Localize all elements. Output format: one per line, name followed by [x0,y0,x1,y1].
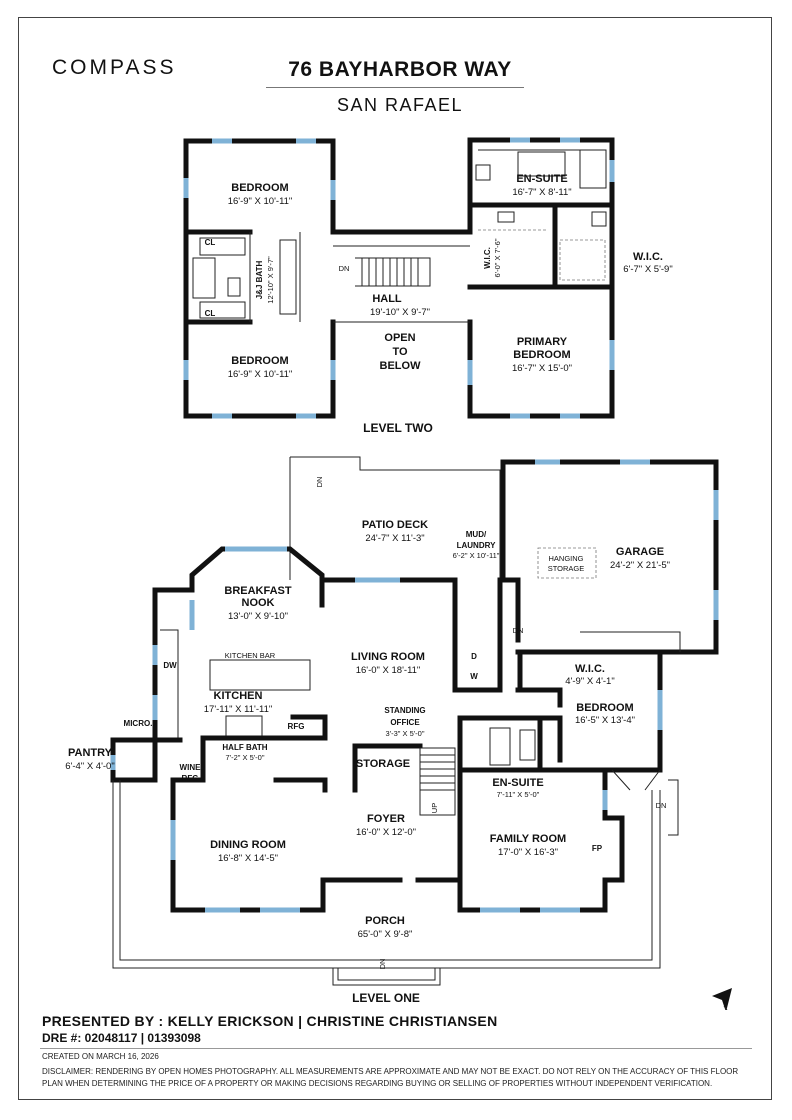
property-address: 76 BAYHARBOR WAY [288,58,512,81]
svg-text:W.I.C.: W.I.C. [483,247,492,269]
svg-text:3'-3" X 5'-0": 3'-3" X 5'-0" [385,729,424,738]
svg-text:BEDROOM: BEDROOM [513,349,570,361]
disclaimer: DISCLAIMER: RENDERING BY OPEN HOMES PHOT… [42,1067,739,1088]
svg-text:13'-0" X 9'-10": 13'-0" X 9'-10" [228,611,288,622]
svg-text:PORCH: PORCH [365,915,405,927]
svg-text:12'-10" X 9'-7": 12'-10" X 9'-7" [266,256,275,304]
svg-text:HALF BATH: HALF BATH [222,743,267,752]
svg-text:PANTRY: PANTRY [68,747,113,759]
floor-plan: BEDROOM 16'-9" X 10'-11" BEDROOM 16'-9" … [65,137,732,1010]
svg-text:STORAGE: STORAGE [356,758,410,770]
svg-text:7'-11" X 5'-0": 7'-11" X 5'-0" [497,790,540,799]
svg-text:LAUNDRY: LAUNDRY [457,541,496,550]
svg-text:HANGING: HANGING [548,554,583,563]
svg-text:NOOK: NOOK [242,597,275,609]
svg-text:EN-SUITE: EN-SUITE [516,173,567,185]
svg-text:19'-10" X 9'-7": 19'-10" X 9'-7" [370,307,430,318]
compass-logo: COMPASS [52,56,177,79]
svg-text:17'-11" X 11'-11": 17'-11" X 11'-11" [204,704,272,715]
svg-text:DN: DN [339,264,350,273]
svg-text:KITCHEN BAR: KITCHEN BAR [225,651,276,660]
svg-text:16'-7" X 8'-11": 16'-7" X 8'-11" [512,187,571,198]
title-divider [266,87,524,88]
svg-text:DN: DN [513,626,524,635]
svg-text:J&J BATH: J&J BATH [255,261,264,300]
svg-text:OPEN: OPEN [384,332,415,344]
svg-text:W.I.C.: W.I.C. [633,251,663,263]
svg-text:DW: DW [163,661,177,670]
svg-text:PRIMARY: PRIMARY [517,336,568,348]
svg-text:OFFICE: OFFICE [390,718,420,727]
svg-text:16'-0" X 12'-0": 16'-0" X 12'-0" [356,827,416,838]
level-two-plan [183,137,615,419]
svg-text:6'-4" X 4'-0": 6'-4" X 4'-0" [65,761,114,772]
svg-text:16'-9" X 10'-11": 16'-9" X 10'-11" [228,196,293,207]
svg-text:PATIO DECK: PATIO DECK [362,519,428,531]
svg-text:DN: DN [315,477,324,488]
svg-text:STANDING: STANDING [384,706,425,715]
svg-text:DN: DN [378,959,387,970]
svg-text:BREAKFAST: BREAKFAST [224,585,292,597]
svg-text:LIVING ROOM: LIVING ROOM [351,651,425,663]
svg-text:4'-9" X 4'-1": 4'-9" X 4'-1" [565,676,614,687]
svg-text:24'-7" X 11'-3": 24'-7" X 11'-3" [365,533,424,544]
north-arrow-icon [712,988,732,1010]
svg-text:24'-2" X 21'-5": 24'-2" X 21'-5" [610,560,670,571]
svg-text:W.I.C.: W.I.C. [575,663,605,675]
svg-text:MUD/: MUD/ [466,530,487,539]
svg-text:7'-2" X 5'-0": 7'-2" X 5'-0" [225,753,264,762]
svg-text:W: W [470,672,478,681]
svg-text:6'-2" X 10'-11": 6'-2" X 10'-11" [453,551,500,560]
svg-text:DINING ROOM: DINING ROOM [210,839,286,851]
svg-text:16'-0" X 18'-11": 16'-0" X 18'-11" [356,665,421,676]
svg-text:16'-7" X 15'-0": 16'-7" X 15'-0" [512,363,572,374]
property-city: SAN RAFAEL [336,95,464,115]
svg-text:STORAGE: STORAGE [548,564,585,573]
svg-text:RFG: RFG [288,722,305,731]
created-date: CREATED ON MARCH 16, 2026 [42,1052,159,1061]
svg-text:17'-0" X 16'-3": 17'-0" X 16'-3" [498,847,558,858]
svg-text:BEDROOM: BEDROOM [231,182,288,194]
svg-text:HALL: HALL [372,293,402,305]
svg-text:FOYER: FOYER [367,813,405,825]
svg-text:DN: DN [656,801,667,810]
svg-text:16'-5" X 13'-4": 16'-5" X 13'-4" [575,715,635,726]
svg-text:TO: TO [392,346,408,358]
svg-text:6'-0" X 7'-6": 6'-0" X 7'-6" [493,238,502,277]
svg-text:WINE: WINE [180,763,202,772]
svg-text:16'-9" X 10'-11": 16'-9" X 10'-11" [228,369,293,380]
svg-text:65'-0" X 9'-8": 65'-0" X 9'-8" [358,929,413,940]
svg-text:6'-7" X 5'-9": 6'-7" X 5'-9" [623,264,672,275]
presented-by: PRESENTED BY : KELLY ERICKSON | CHRISTIN… [42,1013,498,1029]
svg-text:BELOW: BELOW [380,360,422,372]
svg-text:BEDROOM: BEDROOM [576,702,633,714]
svg-text:MICRO.: MICRO. [124,719,153,728]
svg-text:RFG: RFG [182,774,199,783]
level-one-plan [110,456,719,986]
dre-numbers: DRE #: 02048117 | 01393098 [42,1031,201,1045]
level-two-label: LEVEL TWO [363,421,433,435]
svg-text:D: D [471,652,477,661]
svg-text:FAMILY ROOM: FAMILY ROOM [490,833,566,845]
svg-text:BEDROOM: BEDROOM [231,355,288,367]
page-frame [18,17,772,1100]
svg-text:16'-8" X 14'-5": 16'-8" X 14'-5" [218,853,278,864]
svg-text:CL: CL [205,238,216,247]
svg-text:GARAGE: GARAGE [616,546,664,558]
svg-text:UP: UP [430,803,439,813]
svg-text:CL: CL [205,309,216,318]
svg-text:EN-SUITE: EN-SUITE [492,777,543,789]
level-one-label: LEVEL ONE [352,991,420,1005]
svg-text:FP: FP [592,844,603,853]
footer-divider [40,1048,752,1049]
svg-text:KITCHEN: KITCHEN [214,690,263,702]
